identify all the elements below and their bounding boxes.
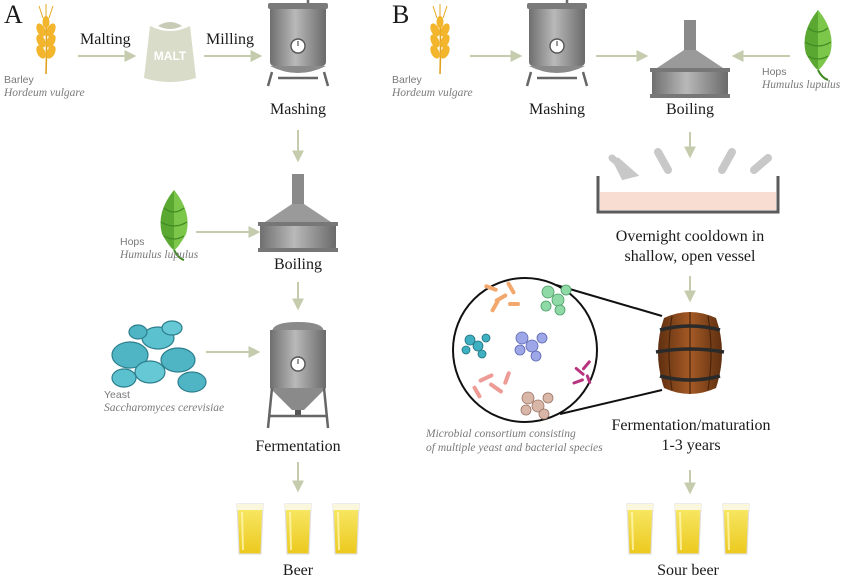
b-sour-beer-label: Sour beer — [657, 562, 719, 579]
a-yeast-latin: Saccharomyces cerevisiae — [104, 402, 225, 414]
a-hops-common: Hops — [120, 236, 145, 248]
b-mashing-label: Mashing — [529, 101, 585, 118]
malt-bag-icon: MALT — [144, 22, 196, 82]
b-barley-common: Barley — [392, 74, 422, 86]
barley-icon — [33, 3, 59, 75]
b-cooldown-line2: shallow, open vessel — [624, 248, 756, 265]
mash-tun-icon — [266, 0, 330, 88]
b-consortium-line2: of multiple yeast and bacterial species — [426, 442, 603, 454]
a-barley-common: Barley — [4, 74, 34, 86]
a-barley-latin: Hordeum vulgare — [4, 87, 85, 99]
b-fermentation-line1: Fermentation/maturation — [611, 417, 771, 434]
a-yeast-common: Yeast — [104, 389, 130, 401]
coolship-icon — [596, 148, 780, 214]
beer-glass-icon — [236, 503, 264, 555]
malt-bag-label: MALT — [154, 49, 187, 63]
beer-glass-icon — [284, 503, 312, 555]
panel-a-label: A — [4, 0, 23, 29]
panel-b — [427, 0, 833, 555]
microbe-circle-icon — [452, 277, 663, 423]
beer-glass-icon — [722, 503, 750, 555]
kettle-icon — [258, 174, 338, 252]
a-fermentation-label: Fermentation — [255, 438, 341, 455]
a-beer-label: Beer — [282, 562, 314, 579]
b-cooldown-line1: Overnight cooldown in — [615, 228, 765, 245]
beer-glass-icon — [332, 503, 360, 555]
a-mashing-label: Mashing — [270, 101, 326, 118]
yeast-icon — [111, 320, 207, 393]
panel-b-label: B — [392, 0, 410, 29]
a-milling-label: Milling — [206, 31, 255, 48]
b-fermentation-line2: 1-3 years — [661, 437, 721, 454]
a-malting-label: Malting — [80, 31, 131, 48]
barrel-icon — [655, 312, 725, 394]
fermenter-icon — [266, 320, 330, 430]
barley-icon — [427, 3, 453, 75]
a-hops-latin: Humulus lupulus — [120, 249, 199, 261]
b-barley-latin: Hordeum vulgare — [392, 87, 473, 99]
panel-a: MALT — [33, 0, 360, 555]
kettle-icon — [650, 20, 730, 98]
beer-glass-icon — [626, 503, 654, 555]
hops-icon — [803, 9, 833, 81]
b-hops-latin: Humulus lupulus — [762, 79, 841, 91]
b-consortium-line1: Microbial consortium consisting — [426, 428, 576, 440]
b-boiling-label: Boiling — [665, 101, 714, 118]
beer-glass-icon — [674, 503, 702, 555]
a-boiling-label: Boiling — [273, 256, 322, 273]
b-hops-common: Hops — [762, 66, 787, 78]
mash-tun-icon — [525, 0, 589, 88]
